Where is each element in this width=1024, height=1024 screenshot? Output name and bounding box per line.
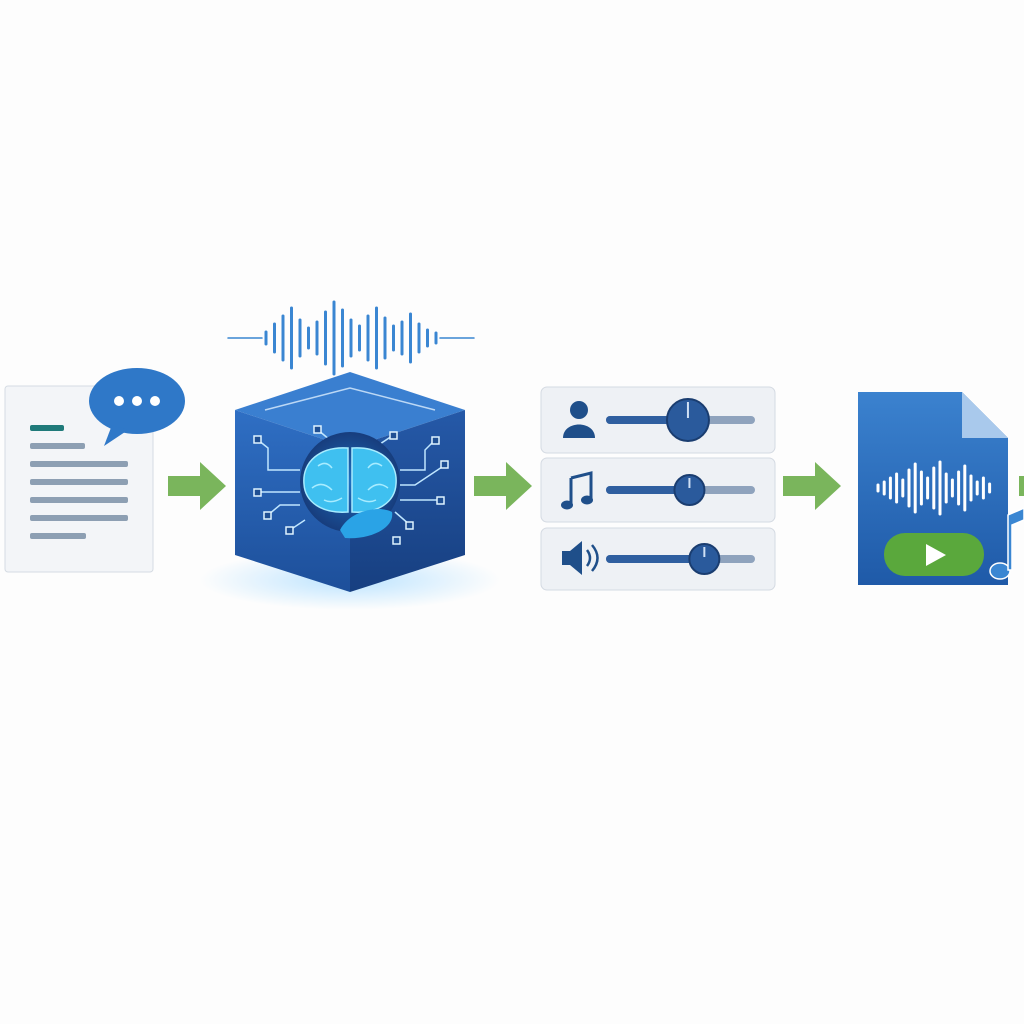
slider[interactable]	[606, 474, 755, 506]
arrow-right-icon	[783, 462, 841, 510]
arrow-right-icon	[1019, 476, 1024, 496]
circuit-nodes	[253, 425, 449, 545]
voice-settings-panel	[540, 386, 776, 591]
slider-fill	[606, 486, 690, 494]
slider[interactable]	[606, 543, 755, 575]
audio-output-file	[858, 392, 1024, 585]
person-icon	[563, 401, 595, 438]
slider-knob[interactable]	[688, 543, 721, 575]
arrow-right-icon	[168, 462, 226, 510]
slider-knob[interactable]	[673, 474, 706, 506]
sound-wave-icon	[227, 300, 475, 376]
slider-fill	[606, 555, 705, 563]
play-icon	[926, 544, 946, 566]
brain-icon	[303, 447, 397, 513]
speaker-icon	[562, 541, 599, 575]
music-note-icon	[989, 507, 1024, 580]
circuit-lines	[257, 429, 446, 531]
slider-knob[interactable]	[665, 398, 710, 442]
ai-model-cube	[200, 372, 500, 610]
sound-wave-icon	[876, 460, 992, 516]
document-text-lines	[30, 443, 128, 539]
play-button[interactable]	[884, 533, 984, 576]
speech-bubble-icon	[89, 368, 185, 446]
arrow-right-icon	[474, 462, 532, 510]
text-document	[4, 368, 185, 573]
slider[interactable]	[606, 398, 755, 442]
music-note-icon	[561, 471, 593, 510]
document-title-line	[30, 425, 64, 431]
